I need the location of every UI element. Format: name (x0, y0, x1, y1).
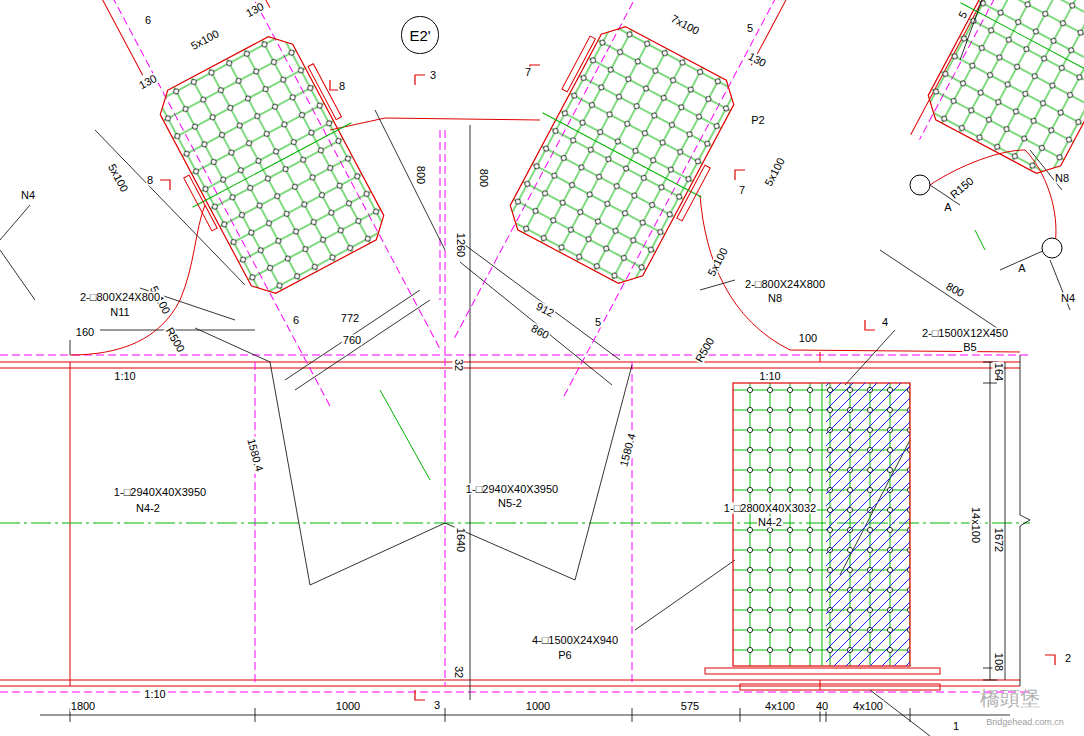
drawing-label: 1580.4 (245, 436, 265, 473)
drawing-label: 772 (340, 313, 360, 324)
drawing-label: 1260 (455, 232, 466, 258)
drawing-label: 8 (146, 175, 154, 186)
drawing-label: R150 (948, 175, 977, 202)
drawing-label: 2-□1500X12X450 (921, 328, 1009, 339)
drawing-label: 1000 (335, 701, 361, 712)
drawing-label: 5x100 (106, 161, 131, 194)
drawing-label: 1580.4 (618, 431, 638, 468)
drawing-label: 130 (136, 72, 159, 91)
drawing-label: 1672 (993, 527, 1004, 553)
drawing-label: 6 (144, 15, 152, 26)
drawing-label: 1:10 (143, 689, 166, 700)
drawing-label: 5 (956, 9, 970, 21)
drawing-label: 32 (453, 665, 464, 679)
drawing-label: N5-2 (497, 498, 523, 509)
drawing-label: N8 (1054, 173, 1070, 184)
drawing-label: R500 (693, 335, 717, 365)
drawing-label: 1800 (70, 701, 96, 712)
drawing-label: 1 (952, 721, 960, 732)
drawing-label: 2-□800X24X800 (79, 292, 161, 303)
drawing-label: 7 (738, 185, 746, 196)
drawing-label: 14x100 (970, 506, 981, 544)
drawing-label: 760 (342, 335, 362, 346)
drawing-label: 800 (943, 280, 966, 299)
drawing-label: 800 (478, 168, 489, 188)
drawing-label: 橋頭堡 (979, 688, 1041, 708)
drawing-label: 2 (1064, 653, 1072, 664)
drawing-label: N4 (20, 190, 36, 201)
drawing-label: 3 (429, 70, 437, 81)
drawing-label: B5 (962, 342, 977, 353)
drawing-label: 860 (528, 322, 551, 341)
drawing-label: Bridgehead.com.cn (985, 718, 1065, 727)
drawing-label: 1640 (455, 527, 466, 553)
drawing-label: 1-□2940X40X3950 (113, 487, 207, 498)
drawing-label: 1000 (525, 701, 551, 712)
detail-mark: E2' (409, 27, 430, 44)
drawing-label: 4x100 (852, 701, 884, 712)
drawing-label: 4x100 (764, 701, 796, 712)
drawing-label: 5x100 (188, 28, 221, 53)
drawing-label: 6 (292, 315, 300, 326)
drawing-label: N4-2 (757, 517, 783, 528)
drawing-label: N4 (1060, 293, 1076, 304)
drawing-label: 130 (745, 50, 768, 69)
drawing-label: 108 (993, 652, 1004, 672)
drawing-label: 8 (338, 81, 346, 92)
detail-circle: E2' (401, 16, 438, 53)
drawing-label: 7 (524, 67, 532, 78)
drawing-label: 5 (746, 23, 754, 34)
drawing-label: A (943, 202, 952, 213)
drawing-label: 5 (594, 317, 602, 328)
drawing-label: N8 (767, 293, 783, 304)
drawing-label: 3 (433, 700, 441, 711)
drawing-label: 1:10 (113, 371, 136, 382)
drawing-label: 130 (243, 0, 266, 19)
drawing-label: 7x100 (668, 13, 701, 38)
drawing-label: 5x100 (706, 245, 731, 278)
drawing-label: R500 (163, 325, 187, 355)
drawing-label: 1-□2800X40X3032 (723, 503, 817, 514)
drawing-label: 32 (453, 358, 464, 372)
drawing-label: 575 (680, 701, 700, 712)
drawing-label: 160 (75, 327, 95, 338)
drawing-label: 4-□1500X24X940 (531, 635, 619, 646)
drawing-label: 40 (815, 701, 829, 712)
drawing-label: 4 (881, 317, 889, 328)
drawing-label: N4-2 (135, 503, 161, 514)
drawing-label: 1-□2940X40X3950 (465, 484, 559, 495)
drawing-label: P6 (557, 650, 572, 661)
drawing-label: 1:10 (758, 371, 781, 382)
drawing-label: N11 (109, 307, 130, 318)
drawing-label: 100 (798, 333, 818, 344)
drawing-label: 2-□800X24X800 (744, 279, 826, 290)
drawing-label: 164 (993, 362, 1004, 382)
drawing-label: A (1017, 263, 1026, 274)
drawing-label: P2 (750, 115, 765, 126)
drawing-label: 5x100 (763, 155, 788, 188)
drawing-label: 912 (533, 300, 556, 319)
drawing-label: 800 (415, 165, 426, 185)
